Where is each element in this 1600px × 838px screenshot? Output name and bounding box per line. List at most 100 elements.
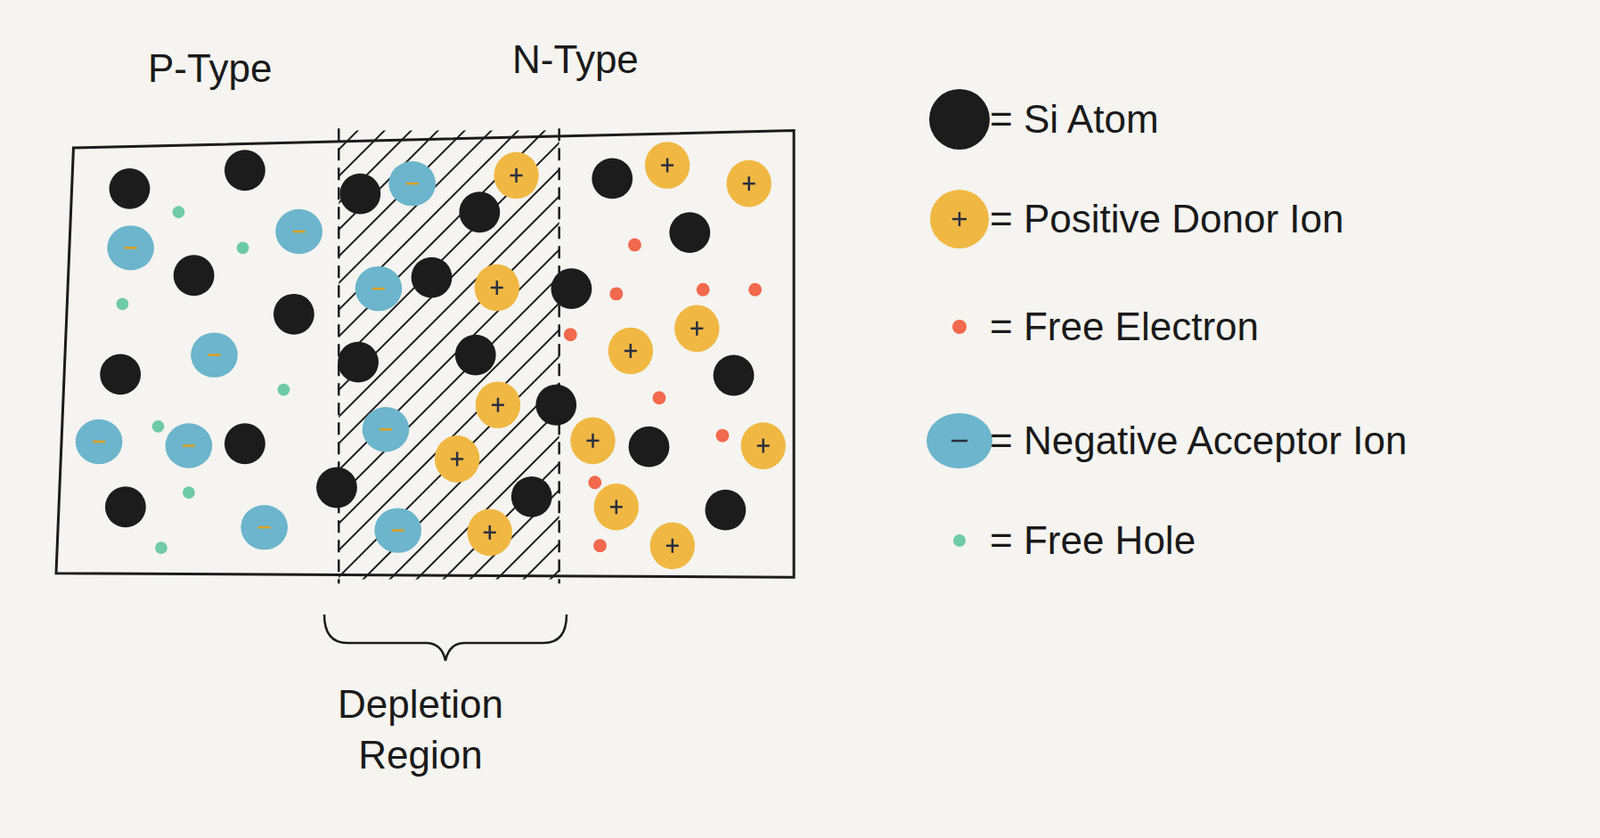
ion-body xyxy=(594,483,639,531)
legend-text: = Free Electron xyxy=(989,304,1259,350)
acceptor-ion xyxy=(165,423,213,468)
sign-stroke xyxy=(456,451,459,466)
donor-ion xyxy=(434,435,480,483)
si-atom xyxy=(105,486,147,528)
si-atom xyxy=(411,257,453,299)
ion-body xyxy=(165,423,213,468)
legend-row: = Positive Donor Ion xyxy=(923,183,1584,255)
sign-stroke xyxy=(182,444,196,448)
legend-swatch xyxy=(923,291,996,363)
bracket-label: Depletion Region xyxy=(286,678,555,781)
ion-body xyxy=(374,507,422,553)
free-hole xyxy=(155,541,168,555)
ion-body xyxy=(190,332,238,377)
sign-stroke xyxy=(671,538,675,554)
hatch-line xyxy=(338,517,559,580)
donor-ion xyxy=(493,152,539,200)
ion-body xyxy=(474,264,520,312)
ion-body xyxy=(467,509,513,557)
hatch-line xyxy=(338,130,559,397)
acceptor-ion xyxy=(355,266,403,311)
ion-body xyxy=(741,422,786,470)
si-atom xyxy=(455,334,497,376)
donor-ion xyxy=(570,416,615,465)
sign-stroke xyxy=(489,525,492,540)
si-atom xyxy=(224,423,266,465)
sign-stroke xyxy=(762,439,766,454)
ion-body xyxy=(434,435,480,483)
sign-stroke xyxy=(124,246,138,250)
sign-stroke xyxy=(208,353,221,357)
sign-stroke xyxy=(372,287,385,291)
ion-body xyxy=(106,225,155,270)
donor-ion xyxy=(644,141,690,189)
free-hole xyxy=(152,420,165,433)
free-electron xyxy=(652,391,666,405)
sign-stroke xyxy=(695,321,699,336)
region-label: N-Type xyxy=(512,33,639,85)
sign-stroke xyxy=(496,280,499,295)
legend-row: = Free Electron xyxy=(923,291,1584,363)
free-electron xyxy=(563,327,578,342)
hatch-line xyxy=(338,223,559,531)
ion-body xyxy=(75,419,123,465)
si-atom xyxy=(458,191,500,233)
legend-text: = Free Hole xyxy=(989,518,1196,564)
hatch-line xyxy=(338,544,559,580)
free-hole xyxy=(172,205,186,219)
hatch-line xyxy=(338,303,559,580)
ion-body xyxy=(644,141,690,189)
region-label: P-Type xyxy=(147,42,272,94)
sign-stroke xyxy=(952,212,967,227)
ion-body xyxy=(355,266,403,311)
legend-swatch xyxy=(923,505,996,577)
si-atom xyxy=(173,254,215,296)
free-electron xyxy=(587,475,602,490)
si-atom xyxy=(337,342,379,384)
donor-ion xyxy=(608,327,654,376)
donor-ion xyxy=(467,509,513,557)
si-atom xyxy=(224,149,266,191)
legend-row: = Si Atom xyxy=(923,83,1584,156)
acceptor-ion xyxy=(75,419,123,465)
acceptor-ion xyxy=(106,225,155,270)
sign-stroke xyxy=(666,158,670,173)
hatch-line xyxy=(338,330,559,580)
acceptor-ion xyxy=(388,161,436,206)
hatch-line xyxy=(338,130,559,317)
si-atom xyxy=(591,158,633,200)
sign-stroke xyxy=(497,398,500,413)
donor-ion xyxy=(474,264,520,312)
free-hole xyxy=(116,297,130,311)
legend-row: = Free Hole xyxy=(923,505,1584,577)
ion-body xyxy=(275,209,323,254)
sign-stroke xyxy=(591,433,595,449)
hatch-line xyxy=(338,170,559,477)
donor-ion xyxy=(475,381,521,429)
free-electron xyxy=(609,286,623,301)
sign-stroke xyxy=(258,526,271,530)
si-atom xyxy=(316,467,358,509)
acceptor-ion xyxy=(190,332,238,377)
si-atom xyxy=(551,268,593,310)
hatch-line xyxy=(338,130,559,290)
ion-body xyxy=(362,407,410,452)
depletion-boundary xyxy=(557,128,561,584)
acceptor-ion xyxy=(362,407,410,452)
hatch-line xyxy=(338,464,559,580)
ion-body xyxy=(674,304,719,352)
legend-text: = Positive Donor Ion xyxy=(989,196,1344,242)
free-hole xyxy=(182,486,196,499)
legend-swatch xyxy=(923,183,996,255)
donor-ion xyxy=(594,483,639,531)
ion-body xyxy=(570,416,615,465)
free-electron xyxy=(593,538,607,553)
legend-text: = Negative Acceptor Ion xyxy=(989,418,1407,464)
free-electron xyxy=(628,237,642,252)
ion-body xyxy=(388,161,436,206)
hatch-line xyxy=(338,143,559,450)
semiconductor-block xyxy=(56,130,794,579)
sign-stroke xyxy=(514,168,518,183)
hatch-line xyxy=(338,130,559,424)
